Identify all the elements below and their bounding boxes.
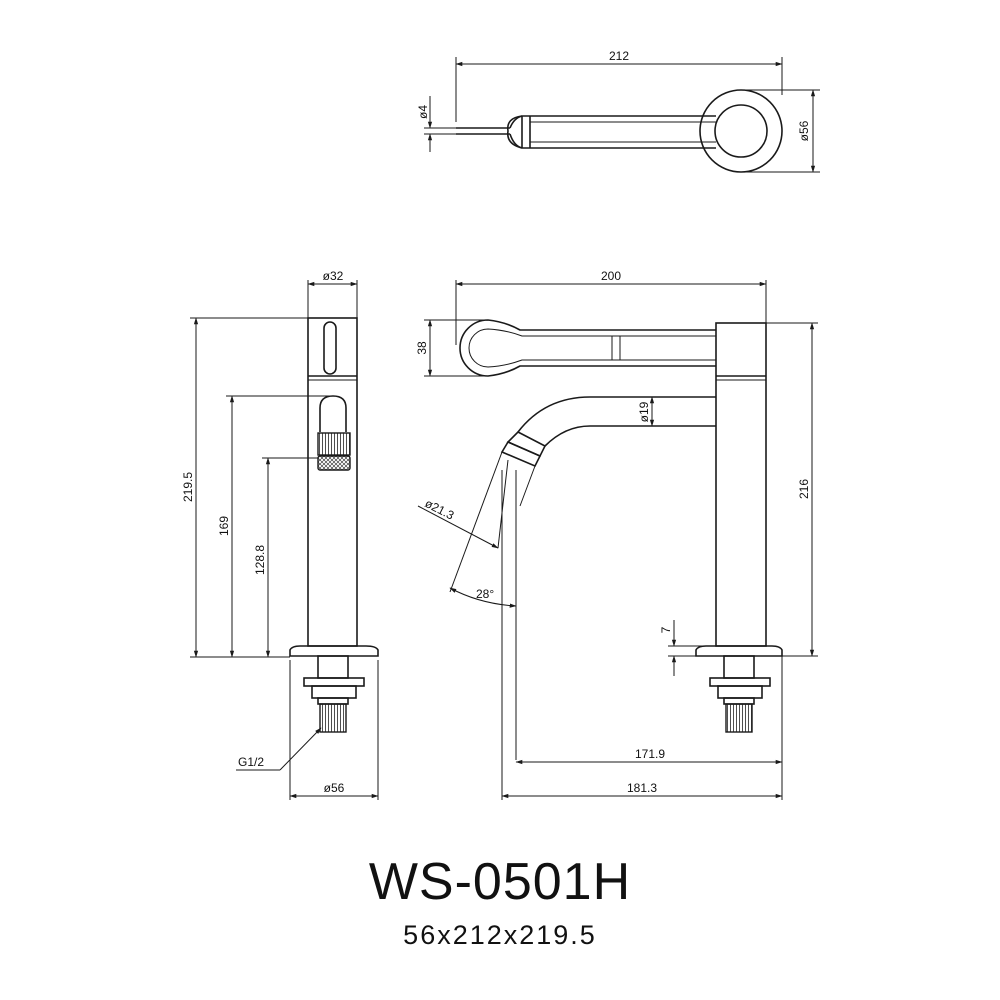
dim-front-outlet-dia: ø21.3 — [423, 496, 457, 523]
dim-front-height: 216 — [797, 479, 811, 499]
dim-top-spout-dia: ø4 — [416, 105, 430, 119]
dim-front-angle: 28° — [476, 587, 494, 601]
top-view: 212 ø4 ø56 — [416, 49, 820, 173]
dim-side-outlet-height: 169 — [217, 516, 231, 536]
dim-top-base-dia: ø56 — [797, 120, 811, 141]
top-base-inner-ring — [714, 104, 768, 158]
dim-front-reach-inner: 171.9 — [635, 747, 665, 761]
dim-side-thread: G1/2 — [238, 755, 264, 769]
front-base-flange — [695, 645, 783, 657]
side-base-flange — [289, 645, 379, 657]
dim-side-base-dia: ø56 — [324, 781, 345, 795]
dim-side-aerator-height: 128.8 — [253, 545, 267, 575]
model-size: 56x212x219.5 — [403, 920, 597, 950]
side-aerator-mesh — [317, 455, 351, 471]
dim-front-reach-outer: 181.3 — [627, 781, 657, 795]
front-view: 200 38 ø19 ø21.3 28° 216 7 171.9 181.3 — [415, 269, 818, 800]
side-aerator-rib — [317, 432, 351, 456]
side-handle — [323, 321, 337, 375]
side-view: ø32 219.5 169 128.8 G1/2 ø56 — [181, 269, 379, 800]
front-body — [715, 322, 767, 647]
front-spout — [517, 396, 716, 447]
top-lever — [456, 115, 716, 149]
side-body — [307, 317, 358, 647]
dim-front-handle-height: 38 — [415, 341, 429, 355]
model-code: WS-0501H — [368, 853, 632, 911]
front-handle — [459, 319, 716, 377]
side-outlet — [319, 395, 347, 432]
top-lever-nose — [506, 115, 523, 149]
front-thread — [725, 703, 753, 733]
dim-side-total-height: 219.5 — [181, 472, 195, 502]
side-thread — [319, 703, 347, 733]
dim-side-body-dia: ø32 — [323, 269, 344, 283]
dim-front-spout-dia: ø19 — [637, 401, 651, 422]
dim-front-base-gap: 7 — [659, 626, 673, 633]
dim-front-handle-length: 200 — [601, 269, 621, 283]
top-base-outer-ring — [699, 89, 783, 173]
dim-top-width: 212 — [609, 49, 629, 63]
